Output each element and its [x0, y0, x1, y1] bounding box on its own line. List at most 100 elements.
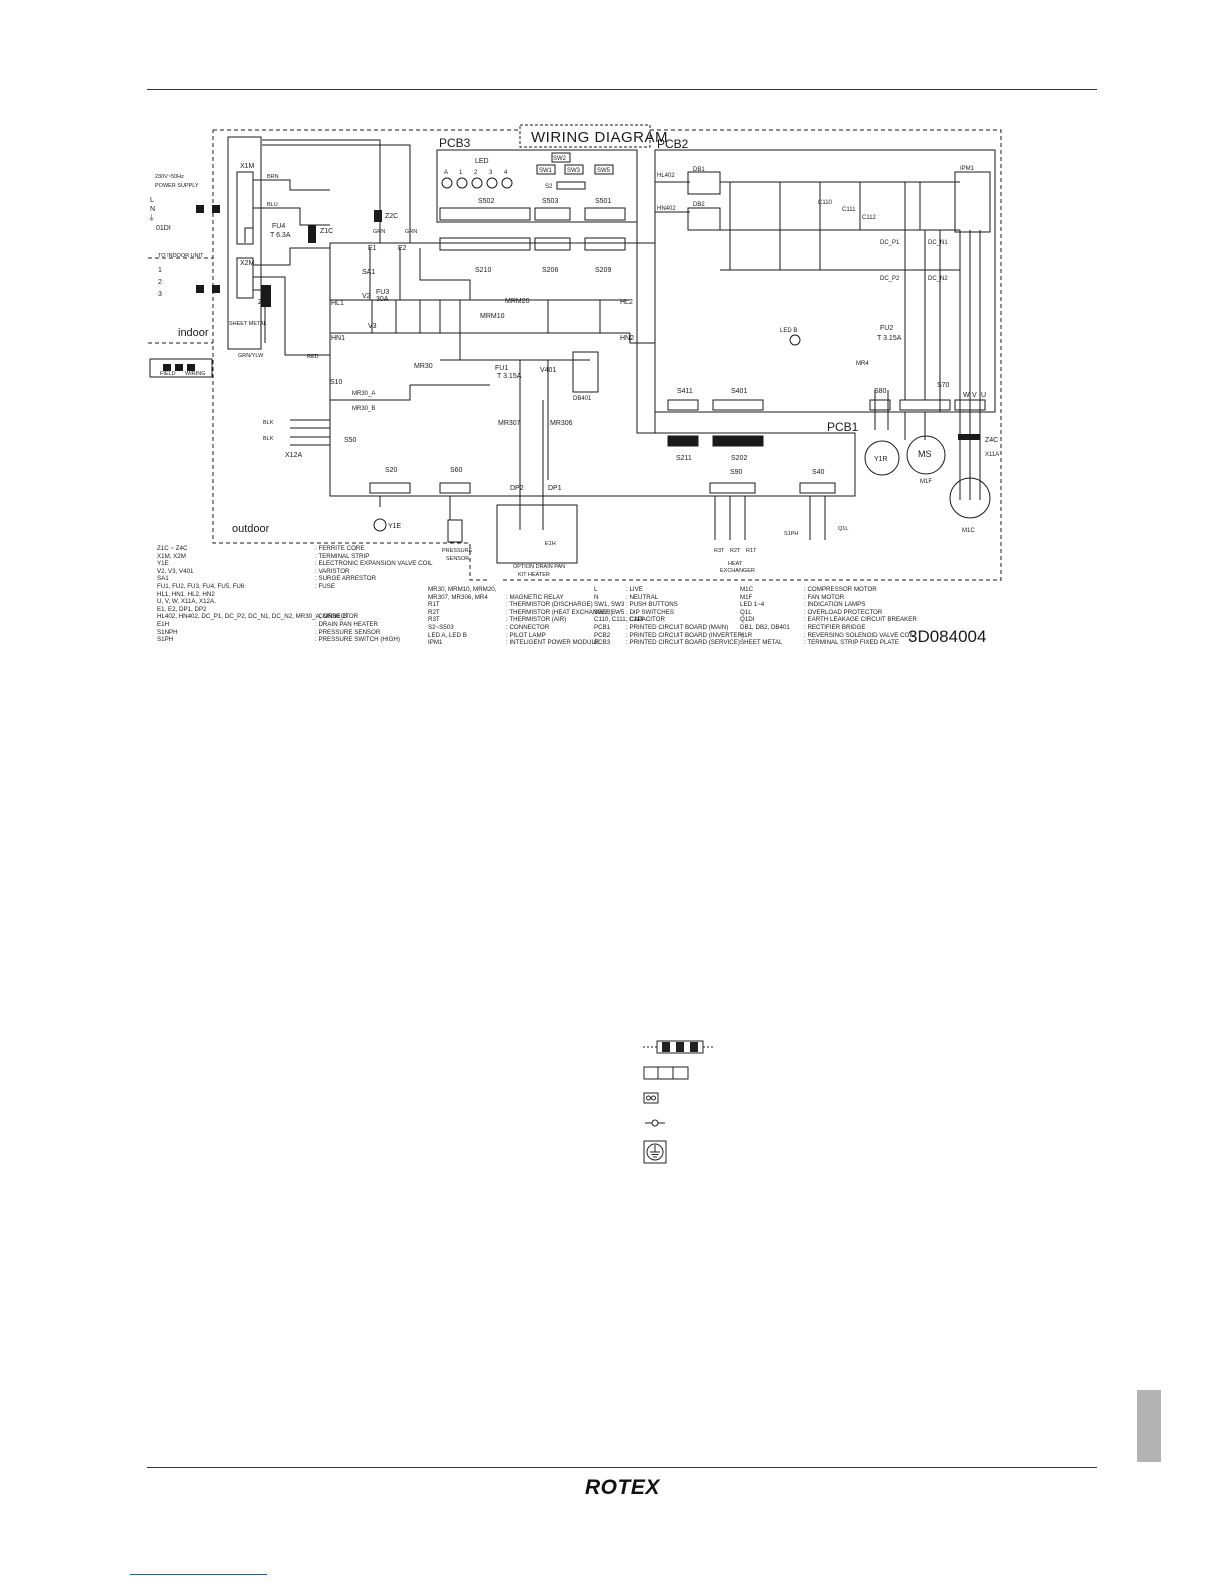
svg-text:C112: C112 — [862, 215, 877, 221]
svg-text:T 3.15A: T 3.15A — [877, 335, 902, 342]
s501-connector — [584, 207, 626, 221]
legend-key: IPM1 — [428, 639, 443, 647]
legend-key: PCB3 — [594, 639, 611, 647]
svg-text:X12A: X12A — [285, 452, 302, 459]
field-wiring-legend — [149, 358, 213, 378]
svg-text:FU2: FU2 — [880, 325, 893, 332]
legend-row: MR307, MR306, MR4: MAGNETIC RELAY — [428, 594, 613, 602]
svg-text:RED: RED — [307, 354, 319, 360]
legend-value: : INTELIGENT POWER MODULE — [506, 639, 600, 647]
svg-text:N: N — [150, 206, 155, 213]
svg-text:S209: S209 — [595, 267, 611, 274]
indoor-label: indoor — [178, 327, 209, 339]
legend-key: X1M, X2M — [157, 552, 186, 560]
svg-text:BLU: BLU — [267, 202, 278, 208]
svg-text:HN2: HN2 — [620, 335, 634, 342]
legend-value: : CAPACITOR — [626, 616, 665, 624]
svg-text:S503: S503 — [542, 198, 558, 205]
svg-text:V3: V3 — [368, 323, 377, 330]
uvw-connector — [954, 399, 986, 411]
pcb3-label: PCB3 — [439, 136, 471, 150]
legend-value: : EARTH LEAKAGE CIRCUIT BREAKER — [804, 616, 917, 624]
symbol-legend — [643, 1040, 713, 1165]
legend-value: : SURGE ARRESTOR — [315, 575, 377, 583]
svg-text:BRN: BRN — [267, 174, 279, 180]
svg-text:POWER SUPPLY: POWER SUPPLY — [155, 183, 199, 189]
legend-key: U, V, W, X11A, X12A, — [157, 598, 216, 606]
legend-value: : DIP SWITCHES — [626, 608, 675, 616]
legend-key: MR30, MRM10, MRM20, — [428, 586, 497, 593]
svg-text:30A: 30A — [376, 296, 389, 303]
svg-text:MR306: MR306 — [550, 420, 573, 427]
s202-connector — [712, 435, 764, 447]
x2m-terminal — [236, 257, 254, 299]
svg-text:EXCHANGER: EXCHANGER — [720, 568, 755, 574]
svg-text:2: 2 — [474, 170, 478, 176]
side-tab — [1137, 1390, 1161, 1462]
svg-text:U: U — [981, 392, 986, 399]
pressure-sensor — [447, 519, 463, 543]
s211-connector — [667, 435, 699, 447]
legend-row: S1PH: PRESSURE SWITCH (HIGH) — [157, 636, 433, 644]
svg-text:S1PH: S1PH — [784, 531, 798, 537]
svg-text:DP2: DP2 — [510, 485, 524, 492]
legend-row: E1, E2, DP1, DP2 — [157, 606, 433, 614]
drain-pan-heater-box — [496, 504, 578, 564]
svg-text:4: 4 — [504, 170, 508, 176]
legend-row: MR30, MRM10, MRM20, — [428, 586, 613, 594]
svg-text:MS: MS — [918, 449, 932, 459]
legend-key: HL402, HN402, DC_P1, DC_P2, DC_N1, DC_N2… — [157, 613, 348, 621]
legend-value: : CONNECTOR — [506, 623, 550, 631]
legend-key: FU1, FU2, FU3, FU4, FU5, FU6 — [157, 582, 245, 590]
link-underline — [130, 1574, 267, 1575]
svg-text:MR30_A: MR30_A — [352, 391, 375, 397]
legend-key: E1, E2, DP1, DP2 — [157, 605, 207, 613]
s209-connector — [584, 237, 626, 251]
svg-text:M1C: M1C — [962, 528, 975, 534]
s80-connector — [869, 399, 891, 411]
legend-key: PCB2 — [594, 631, 611, 639]
legend-key: SW1, SW3 — [594, 601, 625, 609]
svg-text:1: 1 — [459, 170, 463, 176]
svg-text:TO INDOOR UNIT: TO INDOOR UNIT — [158, 253, 204, 259]
legend-row: IPM1 : INTELIGENT POWER MODULE — [428, 639, 613, 647]
svg-text:KIT HEATER: KIT HEATER — [518, 572, 550, 578]
s206-connector — [534, 237, 571, 251]
legend-key: Q1DI — [740, 616, 755, 624]
svg-text:MRM10: MRM10 — [480, 313, 505, 320]
wire-clamp-symbol — [643, 1115, 713, 1140]
svg-text:3: 3 — [489, 170, 493, 176]
svg-text:X2M: X2M — [240, 260, 255, 267]
ipm1-module — [954, 171, 991, 233]
legend-row: SA1: SURGE ARRESTOR — [157, 575, 433, 583]
brand-logo: ROTEX — [585, 1476, 660, 1499]
svg-text:BLK: BLK — [263, 436, 274, 442]
svg-text:FU1: FU1 — [495, 365, 508, 372]
legend-row: C110, C111, C112: CAPACITOR — [594, 616, 744, 624]
svg-text:PRESSURE: PRESSURE — [442, 548, 473, 554]
svg-text:DC_P2: DC_P2 — [880, 276, 900, 282]
svg-text:S80: S80 — [874, 388, 887, 395]
s411-connector — [667, 399, 699, 411]
svg-text:S40: S40 — [812, 469, 825, 476]
legend-key: S1PH — [157, 636, 174, 644]
svg-text:S70: S70 — [937, 382, 950, 389]
legend-value: : VARISTOR — [315, 567, 350, 575]
svg-text:OPTION DRAIN PAN: OPTION DRAIN PAN — [513, 564, 565, 570]
diagram-code: 3D084004 — [908, 627, 986, 646]
svg-text:MRM20: MRM20 — [505, 298, 530, 305]
legend-value: : THERMISTOR (AIR) — [506, 616, 567, 624]
legend-value: : TERMINAL STRIP FIXED PLATE — [804, 639, 900, 647]
svg-text:C111: C111 — [842, 207, 856, 213]
legend-value: : PRESSURE SENSOR — [315, 628, 381, 636]
legend-value: : COMPRESSOR MOTOR — [804, 586, 877, 593]
legend-value: : ELECTRONIC EXPANSION VALVE COIL — [315, 560, 433, 568]
legend-key: SHEET METAL — [740, 639, 783, 647]
svg-text:S501: S501 — [595, 198, 611, 205]
svg-text:DB2: DB2 — [693, 202, 705, 208]
outdoor-label: outdoor — [232, 523, 270, 535]
s60-connector — [439, 482, 471, 494]
legend-key: DB1, DB2, DB401 — [740, 623, 790, 631]
legend-row: R3T: THERMISTOR (AIR) — [428, 616, 613, 624]
